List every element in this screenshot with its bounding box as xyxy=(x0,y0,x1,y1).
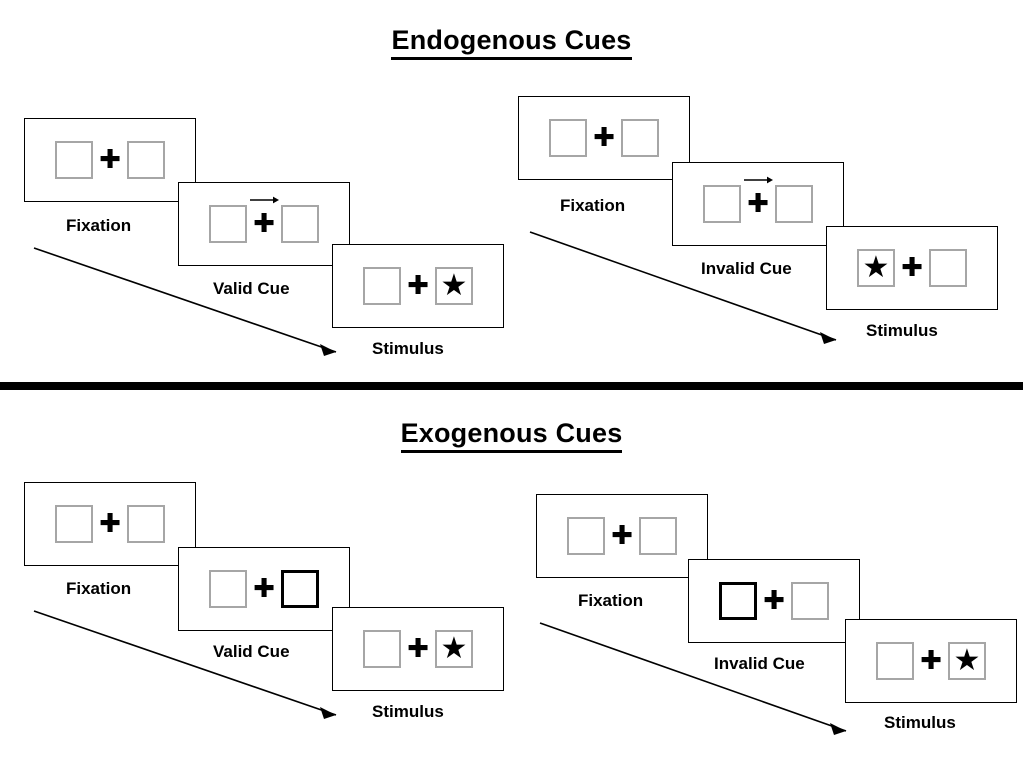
square-left[interactable] xyxy=(363,267,401,305)
plus-glyph: ✚ xyxy=(747,189,769,219)
panel-endogenous-invalid-fixation[interactable]: ✚ xyxy=(518,96,690,180)
fixation-cross: ✚ xyxy=(401,636,435,662)
star-icon: ★ xyxy=(862,250,890,285)
square-right-with-stimulus[interactable]: ★ xyxy=(948,642,986,680)
plus-glyph: ✚ xyxy=(99,509,121,539)
fixation-cross: ✚ xyxy=(93,147,127,173)
fixation-cross: ✚ xyxy=(757,588,791,614)
section-title-exogenous: Exogenous Cues xyxy=(0,418,1023,453)
section-divider xyxy=(0,382,1023,390)
time-progression-arrow xyxy=(539,622,847,735)
fixation-cross: ✚ xyxy=(587,125,621,151)
star-icon: ★ xyxy=(440,631,468,666)
plus-glyph: ✚ xyxy=(407,634,429,664)
fixation-cross: ✚ xyxy=(605,523,639,549)
time-progression-arrow xyxy=(33,610,337,719)
caption-stimulus: Stimulus xyxy=(372,702,444,721)
panel-endogenous-invalid-stimulus[interactable]: ★ ✚ xyxy=(826,226,998,310)
panel-endogenous-valid-fixation[interactable]: ✚ xyxy=(24,118,196,202)
caption-valid-cue: Valid Cue xyxy=(213,279,290,298)
star-icon: ★ xyxy=(440,268,468,303)
plus-glyph: ✚ xyxy=(253,209,275,239)
plus-glyph: ✚ xyxy=(901,253,923,283)
square-right[interactable] xyxy=(929,249,967,287)
caption-fixation: Fixation xyxy=(66,216,132,235)
fixation-cross: ✚ xyxy=(401,273,435,299)
square-right-cued[interactable] xyxy=(281,570,319,608)
fixation-cross: ✚ xyxy=(247,576,281,602)
fixation-cross: ✚ xyxy=(247,196,281,239)
plus-glyph: ✚ xyxy=(920,646,942,676)
square-right[interactable] xyxy=(791,582,829,620)
square-right[interactable] xyxy=(127,505,165,543)
square-right-with-stimulus[interactable]: ★ xyxy=(435,630,473,668)
section-title-exogenous-text: Exogenous Cues xyxy=(400,418,623,453)
fixation-cross: ✚ xyxy=(895,255,929,281)
plus-glyph: ✚ xyxy=(763,586,785,616)
square-left[interactable] xyxy=(363,630,401,668)
square-left[interactable] xyxy=(876,642,914,680)
caption-fixation: Fixation xyxy=(66,579,132,598)
panel-exogenous-invalid-fixation[interactable]: ✚ xyxy=(536,494,708,578)
square-left[interactable] xyxy=(703,185,741,223)
fixation-cross: ✚ xyxy=(741,176,775,219)
square-left[interactable] xyxy=(209,205,247,243)
square-right[interactable] xyxy=(639,517,677,555)
panel-exogenous-valid-cue[interactable]: ✚ xyxy=(178,547,350,631)
plus-glyph: ✚ xyxy=(407,271,429,301)
plus-glyph: ✚ xyxy=(611,521,633,551)
square-left[interactable] xyxy=(549,119,587,157)
square-left-cued[interactable] xyxy=(719,582,757,620)
caption-stimulus: Stimulus xyxy=(866,321,938,340)
time-progression-arrow xyxy=(33,247,337,356)
square-right[interactable] xyxy=(127,141,165,179)
panel-exogenous-valid-fixation[interactable]: ✚ xyxy=(24,482,196,566)
caption-fixation: Fixation xyxy=(578,591,644,610)
section-title-endogenous-text: Endogenous Cues xyxy=(391,25,632,60)
panel-endogenous-invalid-cue[interactable]: ✚ xyxy=(672,162,844,246)
plus-glyph: ✚ xyxy=(99,145,121,175)
fixation-cross: ✚ xyxy=(93,511,127,537)
panel-exogenous-invalid-cue[interactable]: ✚ xyxy=(688,559,860,643)
square-left[interactable] xyxy=(55,141,93,179)
square-left[interactable] xyxy=(55,505,93,543)
star-icon: ★ xyxy=(953,643,981,678)
plus-glyph: ✚ xyxy=(253,574,275,604)
square-right[interactable] xyxy=(621,119,659,157)
caption-invalid-cue: Invalid Cue xyxy=(714,654,805,673)
panel-exogenous-valid-stimulus[interactable]: ✚ ★ xyxy=(332,607,504,691)
square-right[interactable] xyxy=(281,205,319,243)
section-title-endogenous: Endogenous Cues xyxy=(0,25,1023,60)
caption-fixation: Fixation xyxy=(560,196,626,215)
square-left[interactable] xyxy=(567,517,605,555)
time-progression-arrow xyxy=(529,231,837,344)
caption-stimulus: Stimulus xyxy=(884,713,956,732)
cue-arrow-right-icon xyxy=(250,196,279,204)
cue-arrow-right-icon xyxy=(744,176,773,184)
caption-stimulus: Stimulus xyxy=(372,339,444,358)
fixation-cross: ✚ xyxy=(914,648,948,674)
square-left[interactable] xyxy=(209,570,247,608)
square-right-with-stimulus[interactable]: ★ xyxy=(435,267,473,305)
caption-valid-cue: Valid Cue xyxy=(213,642,290,661)
square-left-with-stimulus[interactable]: ★ xyxy=(857,249,895,287)
panel-exogenous-invalid-stimulus[interactable]: ✚ ★ xyxy=(845,619,1017,703)
panel-endogenous-valid-stimulus[interactable]: ✚ ★ xyxy=(332,244,504,328)
caption-invalid-cue: Invalid Cue xyxy=(701,259,792,278)
panel-endogenous-valid-cue[interactable]: ✚ xyxy=(178,182,350,266)
square-right[interactable] xyxy=(775,185,813,223)
plus-glyph: ✚ xyxy=(593,123,615,153)
